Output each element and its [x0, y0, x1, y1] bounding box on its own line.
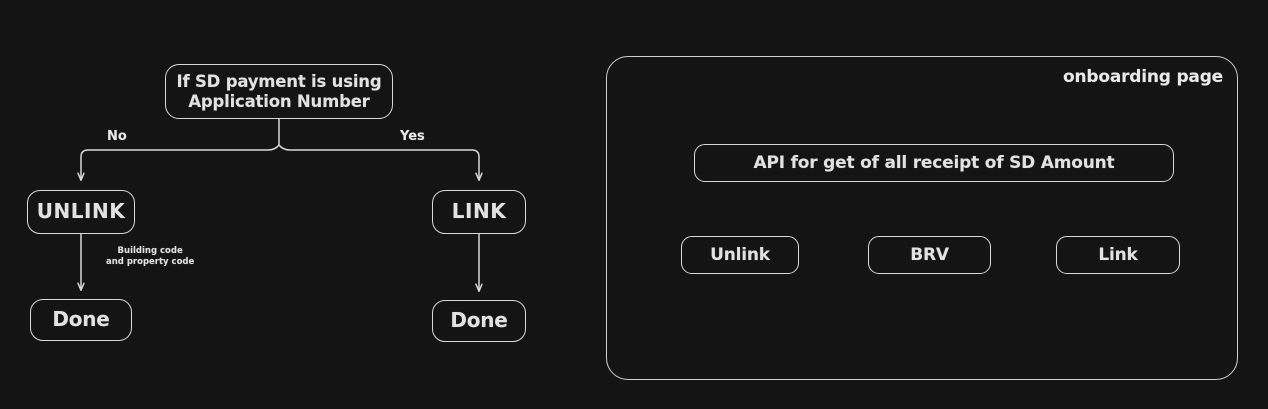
node-decision[interactable]: If SD payment is using Application Numbe…: [165, 64, 393, 119]
edge-label-yes: Yes: [400, 129, 425, 144]
node-seq-brv[interactable]: BRV: [868, 236, 991, 274]
onboarding-page-panel: onboarding page: [606, 56, 1238, 380]
edge-label-no: No: [107, 129, 127, 144]
node-link[interactable]: LINK: [432, 190, 526, 234]
node-unlink[interactable]: UNLINK: [27, 190, 135, 234]
wire-branch-yes: [278, 144, 479, 180]
node-seq-unlink[interactable]: Unlink: [681, 236, 799, 274]
panel-title: onboarding page: [1062, 67, 1223, 87]
node-done-left[interactable]: Done: [30, 299, 132, 341]
node-seq-link[interactable]: Link: [1056, 236, 1180, 274]
node-decision-label: If SD payment is using Application Numbe…: [176, 72, 382, 111]
node-done-right[interactable]: Done: [432, 300, 526, 342]
wire-branch-no: [81, 144, 280, 180]
node-api-receipt[interactable]: API for get of all receipt of SD Amount: [694, 144, 1174, 182]
